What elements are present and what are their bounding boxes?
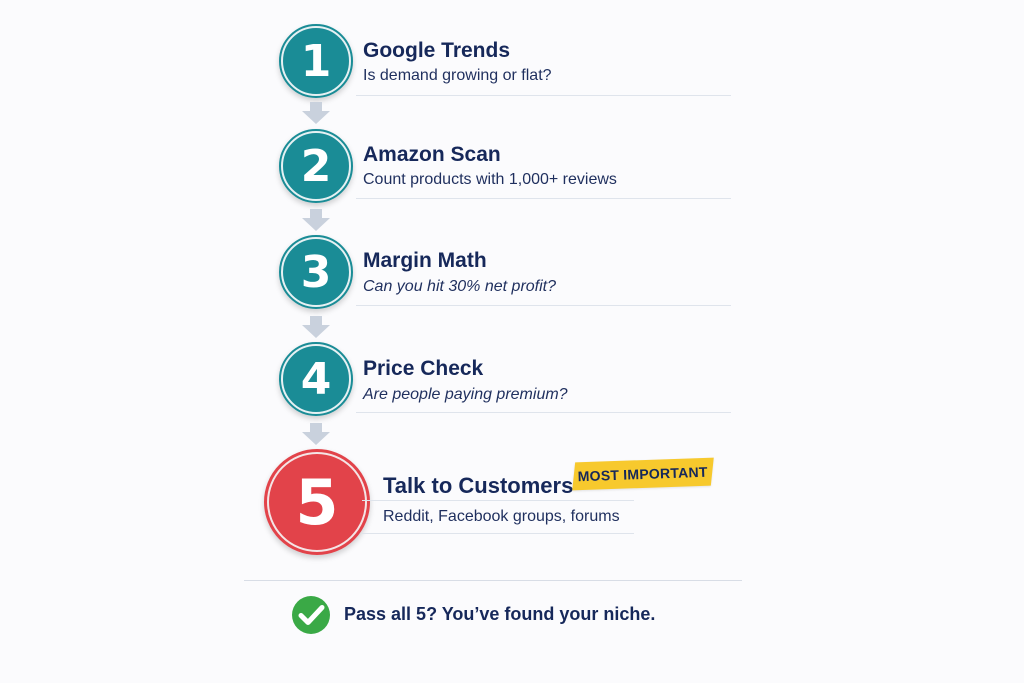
step-5-title: Talk to Customers: [383, 473, 574, 498]
down-arrow-icon: [302, 102, 330, 124]
down-arrow-icon: [302, 209, 330, 231]
step-3-title: Margin Math: [363, 249, 487, 272]
step-4-underline: [356, 412, 731, 413]
step-2-underline: [356, 198, 731, 199]
step-3-subtitle: Can you hit 30% net profit?: [363, 278, 557, 295]
check-circle-icon: [292, 596, 330, 634]
step-2-subtitle: Count products with 1,000+ reviews: [363, 171, 617, 188]
step-4-title: Price Check: [363, 357, 484, 380]
step-1-number-circle: 1: [279, 24, 353, 98]
step-3-number-circle: 3: [279, 235, 353, 309]
step-5-title-underline: [362, 500, 634, 501]
footer-message: Pass all 5? You’ve found your niche.: [344, 604, 656, 624]
down-arrow-icon: [302, 316, 330, 338]
step-4-number-circle: 4: [279, 342, 353, 416]
step-1-title: Google Trends: [363, 39, 511, 62]
down-arrow-icon: [302, 423, 330, 445]
step-1-underline: [356, 95, 731, 96]
step-5-number-circle: 5: [264, 449, 370, 555]
footer-divider: [244, 580, 742, 581]
step-2-number-circle: 2: [279, 129, 353, 203]
step-5-underline: [362, 533, 634, 534]
step-1-subtitle: Is demand growing or flat?: [363, 67, 552, 84]
most-important-badge: MOST IMPORTANT: [572, 457, 714, 491]
step-5-subtitle: Reddit, Facebook groups, forums: [383, 508, 620, 525]
step-2-title: Amazon Scan: [363, 143, 501, 166]
most-important-badge-label: MOST IMPORTANT: [577, 463, 709, 485]
step-3-underline: [356, 305, 731, 306]
step-4-subtitle: Are people paying premium?: [363, 386, 568, 403]
